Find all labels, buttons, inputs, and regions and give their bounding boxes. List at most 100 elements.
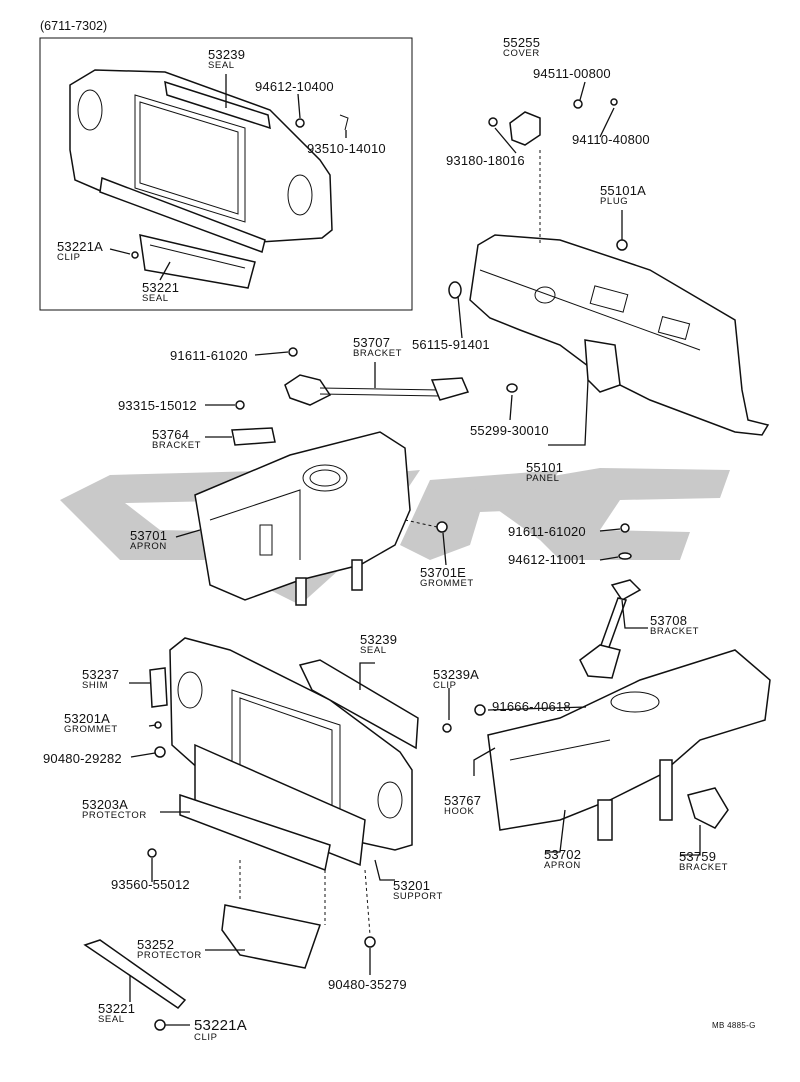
part-name: SEAL	[142, 293, 169, 304]
part-number: 53701E	[420, 565, 467, 580]
callout-53203a-protector[interactable]: 53203A PROTECTOR	[82, 798, 147, 821]
callout-91611-61020-upper[interactable]: 91611-61020	[170, 349, 248, 362]
bracket-53708	[579, 523, 642, 679]
callout-91611-61020-lower[interactable]: 91611-61020	[508, 525, 586, 538]
model-range-label: (6711-7302)	[40, 19, 108, 33]
part-name: BRACKET	[353, 348, 403, 359]
callout-53707-bracket[interactable]: 53707 BRACKET	[353, 336, 402, 359]
callout-53767-hook[interactable]: 53767 HOOK	[444, 794, 481, 817]
part-name: BRACKET	[650, 626, 700, 637]
callout-53221-seal-lower[interactable]: 53221 SEAL	[98, 1002, 135, 1025]
group-box	[39, 37, 413, 311]
part-number: 55255	[503, 35, 541, 50]
callout-94110-40800[interactable]: 94110-40800	[572, 133, 650, 146]
callout-94612-10400[interactable]: 94612-10400	[255, 80, 334, 93]
callout-90480-35279[interactable]: 90480-35279	[328, 978, 407, 991]
part-number: 55299-30010	[470, 423, 549, 438]
callout-53201-support[interactable]: 53201 SUPPORT	[393, 879, 443, 902]
callout-53221-seal-upper[interactable]: 53221 SEAL	[142, 281, 179, 304]
part-number: 55101A	[600, 183, 647, 198]
part-name: APRON	[544, 860, 581, 871]
part-number: 53252	[137, 937, 175, 952]
callout-53759-bracket[interactable]: 53759 BRACKET	[679, 850, 728, 873]
radiator-support-upper	[69, 69, 349, 289]
part-number: 91611-61020	[170, 348, 248, 363]
part-number: 53707	[353, 335, 391, 350]
part-number: 53201	[393, 878, 431, 893]
callout-53239-seal-upper[interactable]: 53239 SEAL	[208, 48, 245, 71]
callout-53764-bracket[interactable]: 53764 BRACKET	[152, 428, 201, 451]
callout-93315-15012[interactable]: 93315-15012	[118, 399, 197, 412]
callout-53701e-grommet[interactable]: 53701E GROMMET	[420, 566, 474, 589]
part-number: 53221	[98, 1001, 136, 1016]
part-name: APRON	[130, 541, 167, 552]
callout-53201a-grommet[interactable]: 53201A GROMMET	[64, 712, 118, 735]
part-name: SUPPORT	[393, 891, 443, 902]
cowl-panel	[448, 98, 770, 436]
part-name: SEAL	[208, 60, 235, 71]
part-name: HOOK	[444, 806, 475, 817]
part-number: 53239	[360, 632, 398, 647]
callout-53708-bracket[interactable]: 53708 BRACKET	[650, 614, 699, 637]
part-name: COVER	[503, 48, 540, 59]
part-name: PROTECTOR	[82, 810, 147, 821]
part-number: 53702	[544, 847, 582, 862]
callout-53702-apron[interactable]: 53702 APRON	[544, 848, 581, 871]
part-number: 56115-91401	[412, 337, 490, 352]
part-number: 55101	[526, 460, 564, 475]
part-name: CLIP	[433, 680, 457, 691]
callout-53701-apron[interactable]: 53701 APRON	[130, 529, 167, 552]
callout-55255-cover[interactable]: 55255 COVER	[503, 36, 540, 59]
part-name: BRACKET	[679, 862, 729, 873]
part-name: PLUG	[600, 196, 629, 207]
part-name: SEAL	[360, 645, 387, 656]
part-name: SEAL	[98, 1014, 125, 1025]
part-name: CLIP	[57, 252, 81, 263]
part-number: 94511-00800	[533, 66, 611, 81]
part-number: 90480-35279	[328, 977, 407, 992]
callout-53237-shim[interactable]: 53237 SHIM	[82, 668, 119, 691]
part-number: 53221	[142, 280, 180, 295]
callout-55101-panel[interactable]: 55101 PANEL	[526, 461, 563, 484]
callout-93560-55012[interactable]: 93560-55012	[111, 878, 190, 891]
callout-93180-18016[interactable]: 93180-18016	[446, 154, 525, 167]
part-number: 93180-18016	[446, 153, 525, 168]
callout-56115-91401[interactable]: 56115-91401	[412, 338, 490, 351]
part-name: GROMMET	[420, 578, 474, 589]
bracket-53707	[231, 347, 470, 446]
part-name: CLIP	[194, 1032, 218, 1043]
part-number: 93315-15012	[118, 398, 197, 413]
part-name: SHIM	[82, 680, 109, 691]
leader-lines	[109, 74, 701, 1026]
apron-53701	[194, 431, 448, 606]
part-number: 90480-29282	[43, 751, 122, 766]
apron-53702	[442, 649, 771, 841]
callout-90480-29282[interactable]: 90480-29282	[43, 752, 122, 765]
part-number: 53237	[82, 667, 120, 682]
part-name: PROTECTOR	[137, 950, 202, 961]
part-number: 53203A	[82, 797, 129, 812]
part-number: 93510-14010	[307, 141, 386, 156]
callout-53221a-clip-upper[interactable]: 53221A CLIP	[57, 240, 103, 263]
part-number: 53764	[152, 427, 190, 442]
callout-53239a-clip[interactable]: 53239A CLIP	[433, 668, 479, 691]
part-number: 53221A	[57, 239, 104, 254]
part-number: 53201A	[64, 711, 111, 726]
callout-93510-14010[interactable]: 93510-14010	[307, 142, 386, 155]
radiator-support-lower	[83, 637, 419, 1031]
callout-55101a-plug[interactable]: 55101A PLUG	[600, 184, 646, 207]
callout-53221a-clip-lower[interactable]: 53221A CLIP	[194, 1018, 247, 1043]
part-name: PANEL	[526, 473, 560, 484]
callout-53239-seal-lower[interactable]: 53239 SEAL	[360, 633, 397, 656]
callout-53252-protector[interactable]: 53252 PROTECTOR	[137, 938, 202, 961]
part-number: 53708	[650, 613, 688, 628]
part-number: 53759	[679, 849, 717, 864]
callout-94511-00800[interactable]: 94511-00800	[533, 67, 611, 80]
part-number: 94612-10400	[255, 79, 334, 94]
callout-94612-11001[interactable]: 94612-11001	[508, 553, 586, 566]
callout-91666-40618[interactable]: 91666-40618	[492, 700, 571, 713]
part-number: 94110-40800	[572, 132, 650, 147]
callout-55299-30010[interactable]: 55299-30010	[470, 424, 549, 437]
